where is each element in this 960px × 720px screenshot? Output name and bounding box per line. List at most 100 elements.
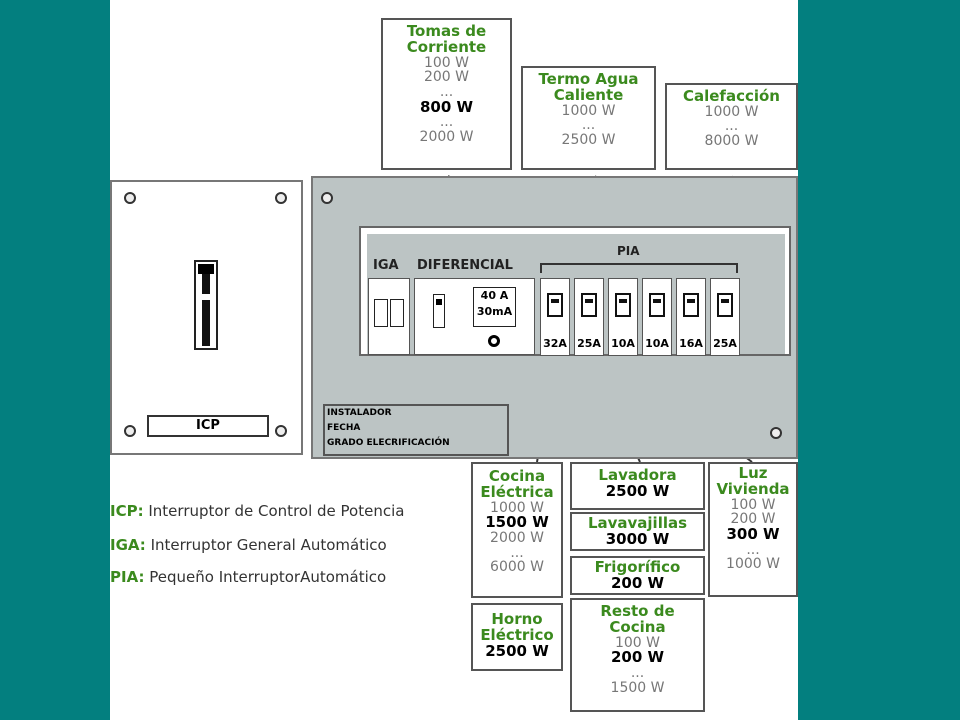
pia-rating: 32A [543, 337, 567, 350]
legend-abbr: PIA: [110, 568, 145, 586]
breaker-switch-icon [717, 293, 733, 317]
test-button-icon[interactable] [488, 335, 500, 347]
screw-icon [275, 192, 287, 204]
title-line: Cocina [609, 617, 666, 636]
power-value: 200 W [610, 573, 665, 592]
pia-bracket [540, 263, 738, 273]
pia-rating: 10A [611, 337, 635, 350]
title-line: Resto de [600, 602, 675, 620]
box-calefaccion: Calefacción 1000 W...8000 W [665, 83, 798, 170]
plate-instalador: INSTALADOR [327, 408, 392, 418]
box-lavadora: Lavadora 2500 W [570, 462, 705, 510]
title-line: Termo Agua [538, 70, 639, 88]
iga-breaker[interactable] [368, 278, 410, 355]
legend-text: Pequeño InterruptorAutomático [149, 568, 387, 586]
icp-label: ICP [147, 415, 269, 437]
power-value: 300 W [726, 524, 780, 543]
power-value: 200 W [730, 511, 776, 528]
power-value: ... [746, 541, 760, 558]
title-line: Caliente [553, 85, 624, 104]
plate-grado: GRADO ELECRIFICACIÓN [327, 438, 450, 448]
icp-panel: ICP [110, 180, 303, 455]
power-value: ... [724, 118, 739, 135]
diferencial-sensitivity: 30mA [476, 305, 513, 318]
screw-icon [124, 192, 136, 204]
legend-text: Interruptor General Automático [150, 536, 387, 554]
pia-breaker[interactable]: 16A [676, 278, 706, 356]
legend-pia: PIA: Pequeño InterruptorAutomático [110, 568, 386, 586]
legend-abbr: ICP: [110, 502, 144, 520]
iga-switch-left-icon [374, 299, 388, 327]
power-value: 1000 W [704, 103, 759, 120]
switch-cap-icon [198, 264, 214, 274]
box-lavavajillas: Lavavajillas 3000 W [570, 512, 705, 551]
diferencial-rating-box: 40 A 30mA [473, 287, 516, 327]
legend-icp: ICP: Interruptor de Control de Potencia [110, 502, 404, 520]
pia-label: PIA [617, 244, 640, 258]
title-line: Eléctrico [480, 625, 554, 644]
title-line: Cocina [488, 467, 546, 485]
title-line: Horno [491, 610, 543, 628]
box-horno-electrico: Horno Eléctrico 2500 W [471, 603, 563, 671]
power-value: ... [439, 114, 454, 131]
diferencial-switch-icon [433, 294, 445, 328]
screw-icon [321, 192, 333, 204]
screw-icon [770, 427, 782, 439]
power-value: ... [581, 117, 596, 134]
box-termo-agua: Termo Agua Caliente 1000 W...2500 W [521, 66, 656, 170]
title-line: Vivienda [716, 479, 790, 498]
power-value: 100 W [730, 496, 776, 513]
title-line: Luz [738, 464, 768, 482]
breaker-switch-icon [547, 293, 563, 317]
title-line: Lavavajillas [587, 514, 688, 532]
pia-breaker[interactable]: 10A [608, 278, 638, 356]
box-frigorifico: Frigorífico 200 W [570, 556, 705, 595]
screw-icon [275, 425, 287, 437]
switch-mark-icon [202, 294, 210, 300]
pia-rating: 10A [645, 337, 669, 350]
pia-breaker-row: 32A 25A 10A 10A 16A 25A [540, 278, 744, 356]
power-value: 800 W [419, 97, 474, 116]
power-value: ... [630, 664, 645, 681]
power-value: 100 W [614, 634, 660, 651]
pia-breaker[interactable]: 10A [642, 278, 672, 356]
iga-switch-right-icon [390, 299, 404, 327]
power-value: 8000 W [704, 133, 759, 150]
power-value: 3000 W [605, 529, 670, 548]
power-value: 200 W [423, 69, 469, 86]
diferencial-breaker[interactable]: 40 A 30mA [414, 278, 535, 355]
pia-breaker[interactable]: 25A [574, 278, 604, 356]
power-value: ... [439, 83, 454, 100]
pia-breaker[interactable]: 25A [710, 278, 740, 356]
legend-iga: IGA: Interruptor General Automático [110, 536, 387, 554]
breaker-switch-icon [615, 293, 631, 317]
power-value: 1000 W [726, 556, 780, 573]
pia-rating: 25A [713, 337, 737, 350]
breaker-switch-icon [683, 293, 699, 317]
installer-plate: INSTALADOR FECHA GRADO ELECRIFICACIÓN [323, 404, 509, 456]
power-value: 6000 W [490, 559, 544, 576]
power-value: 100 W [423, 54, 469, 71]
power-value: 2000 W [419, 129, 474, 145]
breaker-switch-icon [649, 293, 665, 317]
power-value: 2500 W [561, 131, 616, 148]
plate-fecha: FECHA [327, 423, 361, 433]
pia-rating: 25A [577, 337, 601, 350]
title-line: Corriente [406, 37, 487, 56]
power-value: 1000 W [490, 499, 544, 516]
diferencial-label: DIFERENCIAL [417, 258, 513, 273]
power-value: 1500 W [610, 679, 665, 696]
title-line: Frigorífico [594, 558, 681, 576]
title-line: Eléctrica [480, 482, 554, 501]
iga-label: IGA [373, 258, 399, 273]
title-line: Tomas de [406, 22, 487, 40]
icp-switch[interactable] [194, 260, 218, 350]
title-line: Lavadora [598, 466, 677, 484]
pia-breaker[interactable]: 32A [540, 278, 570, 356]
switch-lever-icon [202, 274, 210, 346]
breaker-switch-icon [581, 293, 597, 317]
